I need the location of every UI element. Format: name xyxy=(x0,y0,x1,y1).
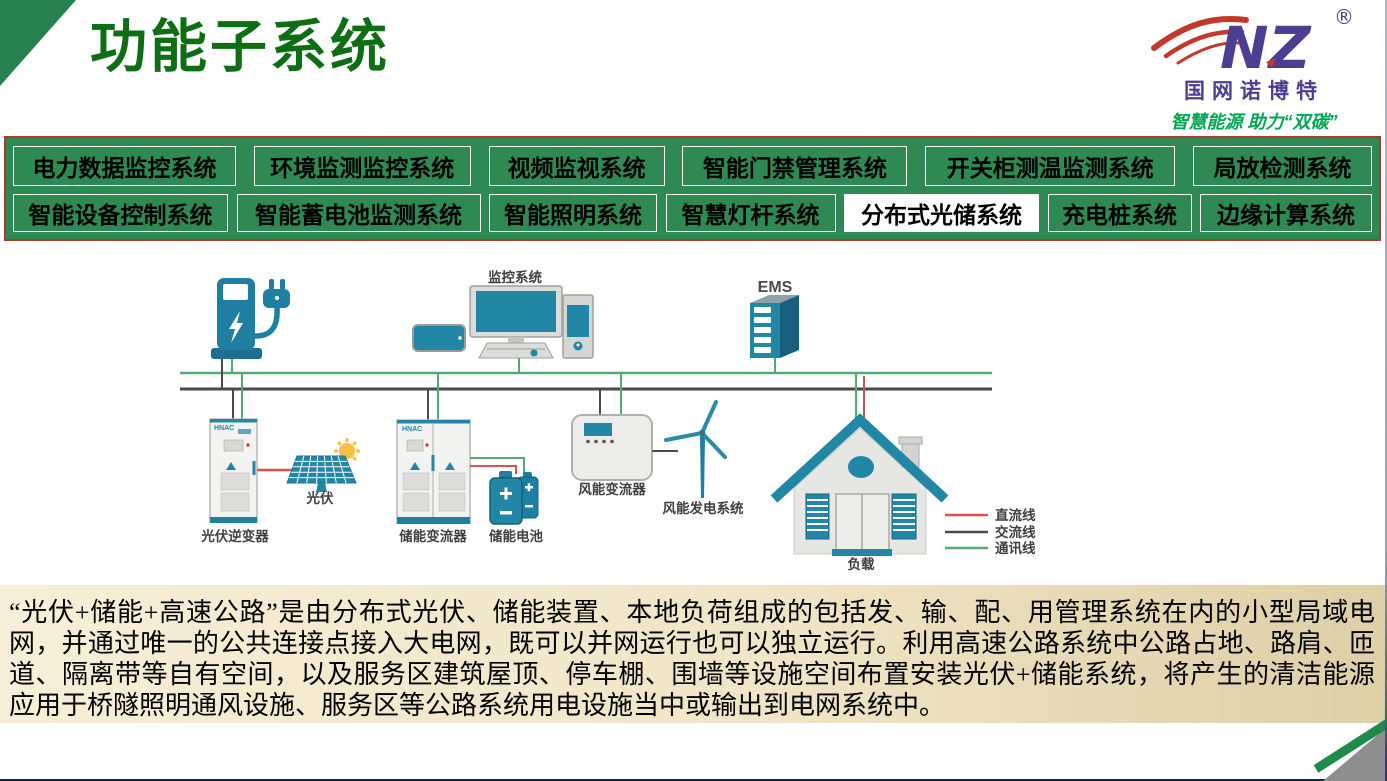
pv-inverter-label: 光伏逆变器 xyxy=(200,528,269,544)
monitoring-system-label: 监控系统 xyxy=(488,269,542,285)
tab-charging-pile[interactable]: 充电桩系统 xyxy=(1047,194,1192,232)
tab-switchgear-temperature[interactable]: 开关柜测温监测系统 xyxy=(925,146,1176,186)
legend-dc-label: 直流线 xyxy=(995,507,1036,523)
logo-slogan: 智慧能源 助力“双碳” xyxy=(1170,112,1338,132)
tab-smart-lighting[interactable]: 智能照明系统 xyxy=(489,194,657,232)
storage-battery-icon: 储能电池 xyxy=(470,457,543,544)
slide-right-border xyxy=(1385,0,1387,781)
logo-mark-nz: NZ ® xyxy=(1151,5,1354,82)
tab-power-data-monitoring[interactable]: 电力数据监控系统 xyxy=(13,146,236,186)
load-label: 负载 xyxy=(848,556,876,572)
tab-edge-computing[interactable]: 边缘计算系统 xyxy=(1200,194,1372,232)
monitoring-system-icon: 监控系统 xyxy=(412,269,594,373)
energy-system-diagram: 监控系统 EMS HNAC xyxy=(180,269,1036,572)
tab-battery-monitoring[interactable]: 智能蓄电池监测系统 xyxy=(236,194,481,232)
tab-video-surveillance[interactable]: 视频监视系统 xyxy=(488,146,665,186)
page-title: 功能子系统 xyxy=(90,13,390,80)
menu-row-2: 智能设备控制系统 智能蓄电池监测系统 智能照明系统 智慧灯杆系统 分布式光储系统… xyxy=(13,194,1372,232)
ems-label: EMS xyxy=(758,279,793,296)
load-house-icon: 负载 xyxy=(770,373,949,572)
svg-text:HNAC: HNAC xyxy=(402,426,422,433)
pv-label: 光伏 xyxy=(306,490,334,506)
svg-text:NZ: NZ xyxy=(1220,14,1312,74)
subsystem-menu: 电力数据监控系统 环境监测监控系统 视频监视系统 智能门禁管理系统 开关柜测温监… xyxy=(4,136,1381,241)
legend-comm-label: 通讯线 xyxy=(995,540,1036,556)
logo-company-name: 国网诺博特 xyxy=(1184,80,1324,103)
description-paragraph: “光伏+储能+高速公路”是由分布式光伏、储能装置、本地负荷组成的包括发、输、配、… xyxy=(0,585,1387,723)
tab-partial-discharge[interactable]: 局放检测系统 xyxy=(1192,146,1372,186)
wind-converter-icon: 风能变流器 xyxy=(571,373,653,497)
storage-converter-label: 储能变流器 xyxy=(398,528,467,544)
ev-charger-icon xyxy=(211,278,290,389)
svg-text:HNAC: HNAC xyxy=(214,425,234,432)
wind-system-label: 风能发电系统 xyxy=(663,500,744,516)
wind-turbine-icon: 风能发电系统 xyxy=(652,400,744,516)
wind-converter-label: 风能变流器 xyxy=(578,481,646,497)
storage-battery-label: 储能电池 xyxy=(488,528,543,544)
tab-smart-device-control[interactable]: 智能设备控制系统 xyxy=(13,194,228,232)
corner-decoration-top-left xyxy=(0,0,76,86)
menu-row-1: 电力数据监控系统 环境监测监控系统 视频监视系统 智能门禁管理系统 开关柜测温监… xyxy=(13,146,1372,186)
tab-smart-lamppost[interactable]: 智慧灯杆系统 xyxy=(665,194,836,232)
svg-text:®: ® xyxy=(1334,5,1354,29)
storage-converter-icon: HNAC 储能变流器 xyxy=(396,373,471,544)
legend-ac-label: 交流线 xyxy=(995,524,1036,540)
ems-server-icon: EMS xyxy=(750,279,799,373)
tab-environment-monitoring[interactable]: 环境监测监控系统 xyxy=(253,146,471,186)
solar-panel-icon: 光伏 xyxy=(257,438,360,506)
slide-bottom-border xyxy=(0,778,1387,781)
diagram-legend: 直流线 交流线 通讯线 xyxy=(945,507,1036,556)
pv-inverter-icon: HNAC 光伏逆变器 xyxy=(200,373,269,544)
tab-distributed-pv-storage[interactable]: 分布式光储系统 xyxy=(844,194,1039,232)
tab-access-control[interactable]: 智能门禁管理系统 xyxy=(682,146,908,186)
corner-decoration-bottom-right xyxy=(1313,719,1387,781)
company-logo: NZ ® 国网诺博特 智慧能源 助力“双碳” xyxy=(1128,2,1380,134)
